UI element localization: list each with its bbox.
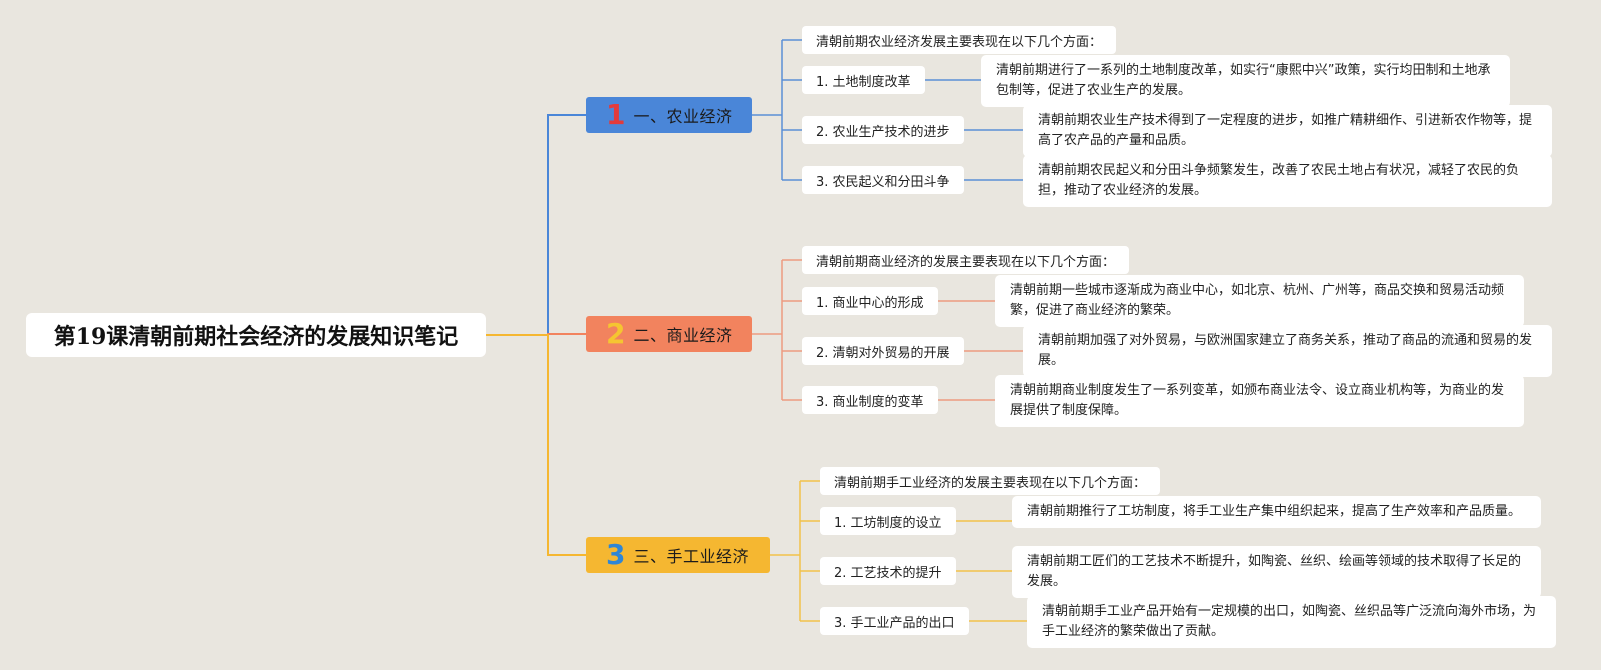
desc-land-reform: 清朝前期进行了一系列的土地制度改革，如实行“康熙中兴”政策，实行均田制和土地承包… (981, 55, 1510, 107)
intro-commerce[interactable]: 清朝前期商业经济的发展主要表现在以下几个方面： (802, 246, 1130, 274)
item-handicraft-export[interactable]: 3. 手工业产品的出口 (820, 607, 969, 635)
item-land-reform[interactable]: 1. 土地制度改革 (802, 66, 925, 94)
desc-handicraft-export: 清朝前期手工业产品开始有一定规模的出口，如陶瓷、丝织品等广泛流向海外市场，为手工… (1027, 596, 1556, 648)
item-workshop-system[interactable]: 1. 工坊制度的设立 (820, 507, 956, 535)
item-farming-tech[interactable]: 2. 农业生产技术的进步 (802, 116, 964, 144)
item-foreign-trade[interactable]: 2. 清朝对外贸易的开展 (802, 337, 964, 365)
root-title: 第19课清朝前期社会经济的发展知识笔记 (26, 313, 486, 357)
item-craft-tech[interactable]: 2. 工艺技术的提升 (820, 557, 956, 585)
branch-number: 3 (606, 538, 626, 571)
desc-commercial-centers: 清朝前期一些城市逐渐成为商业中心，如北京、杭州、广州等，商品交换和贸易活动频繁，… (995, 275, 1524, 327)
intro-handicraft[interactable]: 清朝前期手工业经济的发展主要表现在以下几个方面： (820, 467, 1161, 495)
branch-connector (486, 334, 586, 556)
desc-peasant-uprising: 清朝前期农民起义和分田斗争频繁发生，改善了农民土地占有状况，减轻了农民的负担，推… (1023, 155, 1552, 207)
item-commercial-centers[interactable]: 1. 商业中心的形成 (802, 287, 938, 315)
desc-workshop-system: 清朝前期推行了工坊制度，将手工业生产集中组织起来，提高了生产效率和产品质量。 (1012, 496, 1541, 528)
branch-label: 二、商业经济 (633, 326, 733, 345)
item-peasant-uprising[interactable]: 3. 农民起义和分田斗争 (802, 166, 964, 194)
branch-label: 一、农业经济 (633, 107, 733, 126)
item-commercial-system[interactable]: 3. 商业制度的变革 (802, 386, 938, 414)
intro-agriculture[interactable]: 清朝前期农业经济发展主要表现在以下几个方面： (802, 26, 1117, 54)
desc-craft-tech: 清朝前期工匠们的工艺技术不断提升，如陶瓷、丝织、绘画等领域的技术取得了长足的发展… (1012, 546, 1541, 598)
desc-foreign-trade: 清朝前期加强了对外贸易，与欧洲国家建立了商务关系，推动了商品的流通和贸易的发展。 (1023, 325, 1552, 377)
desc-farming-tech: 清朝前期农业生产技术得到了一定程度的进步，如推广精耕细作、引进新农作物等，提高了… (1023, 105, 1552, 157)
desc-commercial-system: 清朝前期商业制度发生了一系列变革，如颁布商业法令、设立商业机构等，为商业的发展提… (995, 375, 1524, 427)
branch-commerce[interactable]: 2 二、商业经济 (586, 316, 752, 352)
branch-connector (486, 114, 586, 336)
branch-agriculture[interactable]: 1 一、农业经济 (586, 97, 752, 133)
branch-label: 三、手工业经济 (633, 547, 749, 566)
branch-number: 2 (606, 317, 626, 350)
branch-handicraft[interactable]: 3 三、手工业经济 (586, 537, 770, 573)
branch-number: 1 (606, 98, 626, 131)
